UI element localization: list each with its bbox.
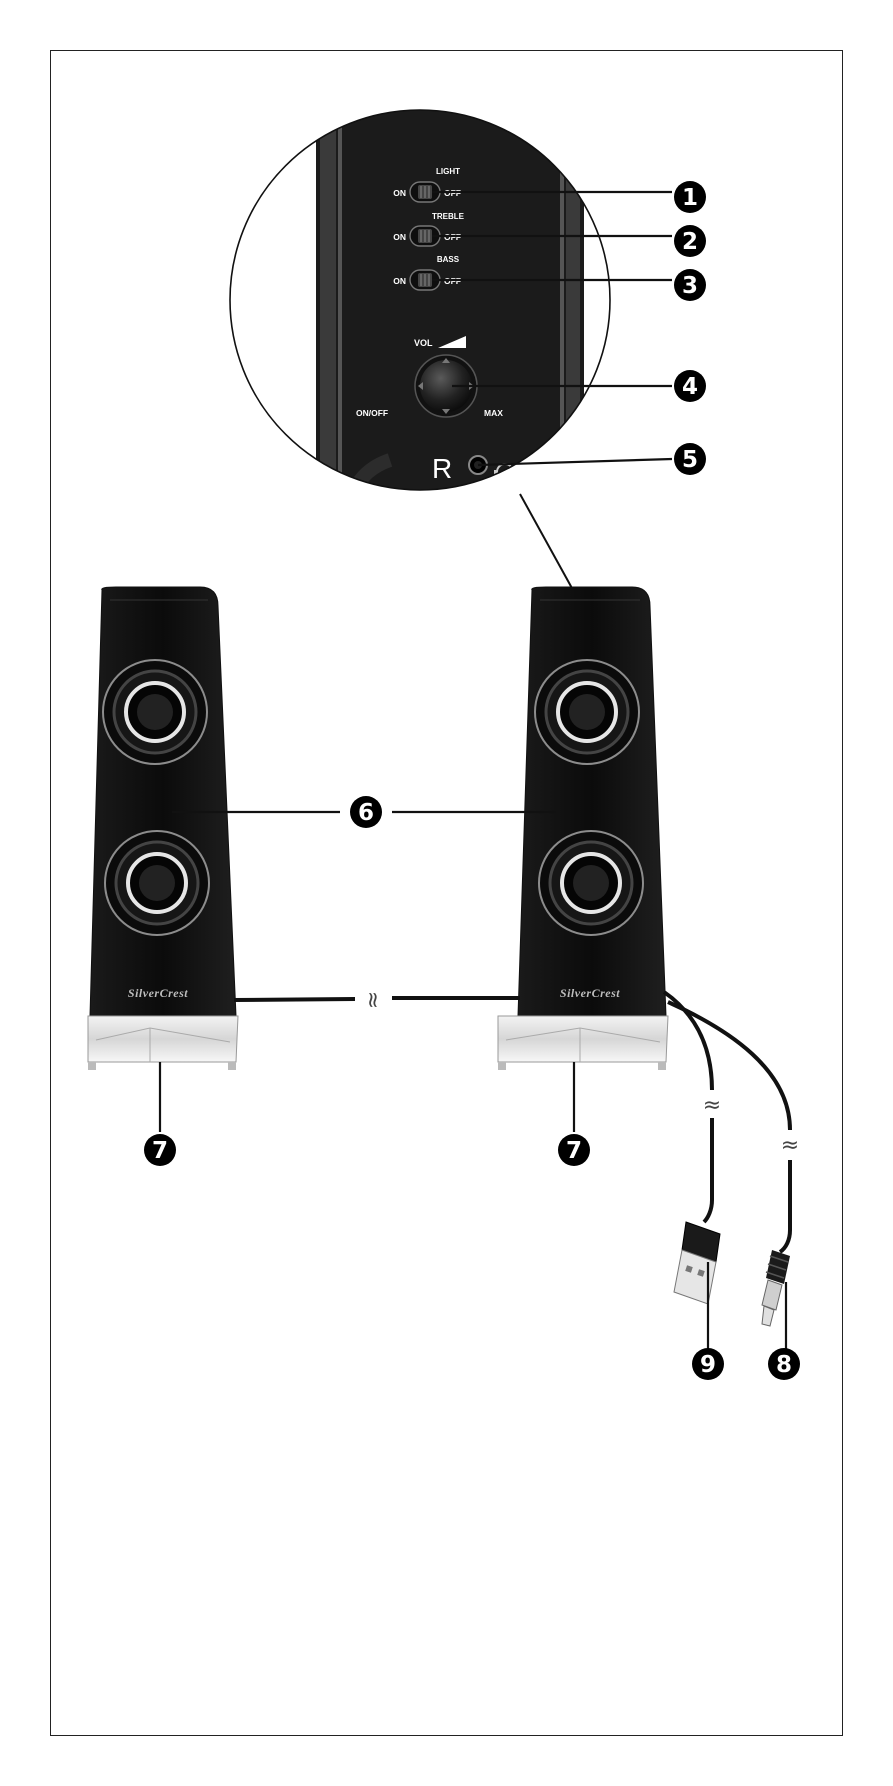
callout-8: 8 (768, 1348, 800, 1380)
svg-text:9: 9 (700, 1352, 716, 1378)
usb-cable: ≈ (662, 990, 721, 1224)
svg-text:4: 4 (682, 374, 698, 400)
callout-5: 5 (674, 443, 706, 475)
zoom-detail: LIGHT ON OFF TREBLE ON OFF (229, 109, 611, 491)
page-frame (50, 50, 843, 1736)
right-speaker: SilverCrest (497, 586, 669, 1070)
callout-2: 2 (674, 225, 706, 257)
cable-break-mark-1: ≈ (360, 991, 385, 1009)
right-channel-label: R (432, 453, 452, 484)
audio-cable: ≈ (667, 1000, 799, 1254)
callout-6: 6 (350, 796, 382, 828)
callout-1: 1 (674, 181, 706, 213)
callout-4: 4 (674, 370, 706, 402)
svg-text:8: 8 (776, 1352, 792, 1378)
cable-break-mark-3: ≈ (781, 1133, 799, 1158)
speaker-link-cable: ≈ (233, 991, 520, 1009)
svg-text:5: 5 (682, 447, 698, 473)
left-tweeter (102, 659, 208, 765)
svg-text:1: 1 (682, 185, 698, 211)
bass-label: BASS (437, 255, 460, 264)
svg-text:6: 6 (358, 800, 374, 826)
treble-label: TREBLE (432, 212, 465, 221)
svg-text:2: 2 (682, 229, 698, 255)
zoom-circle-border (229, 109, 611, 491)
right-woofer (538, 830, 644, 936)
svg-text:7: 7 (152, 1138, 168, 1164)
light-label: LIGHT (436, 167, 460, 176)
control-panel (316, 110, 584, 490)
callout-leaders (158, 190, 788, 1350)
audio-jack-plug (761, 1250, 790, 1327)
callout-7-left: 7 (144, 1134, 176, 1166)
right-tweeter (534, 659, 640, 765)
volume-knob[interactable] (414, 354, 478, 418)
volume-label: VOL (414, 338, 433, 348)
left-brand-logo: SilverCrest (128, 986, 188, 1000)
svg-text:3: 3 (682, 273, 698, 299)
cable-break-mark-2: ≈ (703, 1093, 721, 1118)
left-speaker-stand (87, 1015, 239, 1070)
left-woofer (104, 830, 210, 936)
light-on-label: ON (393, 188, 406, 198)
right-speaker-stand (497, 1015, 669, 1070)
left-speaker: SilverCrest (87, 586, 239, 1070)
onoff-label: ON/OFF (356, 408, 388, 418)
svg-text:7: 7 (566, 1138, 582, 1164)
callout-3: 3 (674, 269, 706, 301)
callout-9: 9 (692, 1348, 724, 1380)
right-brand-logo: SilverCrest (560, 986, 620, 1000)
max-label: MAX (484, 408, 503, 418)
volume-ramp-icon (438, 336, 466, 348)
zoom-leader-line (519, 493, 574, 591)
usb-plug (673, 1221, 721, 1305)
treble-on-label: ON (393, 232, 406, 242)
callout-7-right: 7 (558, 1134, 590, 1166)
bass-on-label: ON (393, 276, 406, 286)
